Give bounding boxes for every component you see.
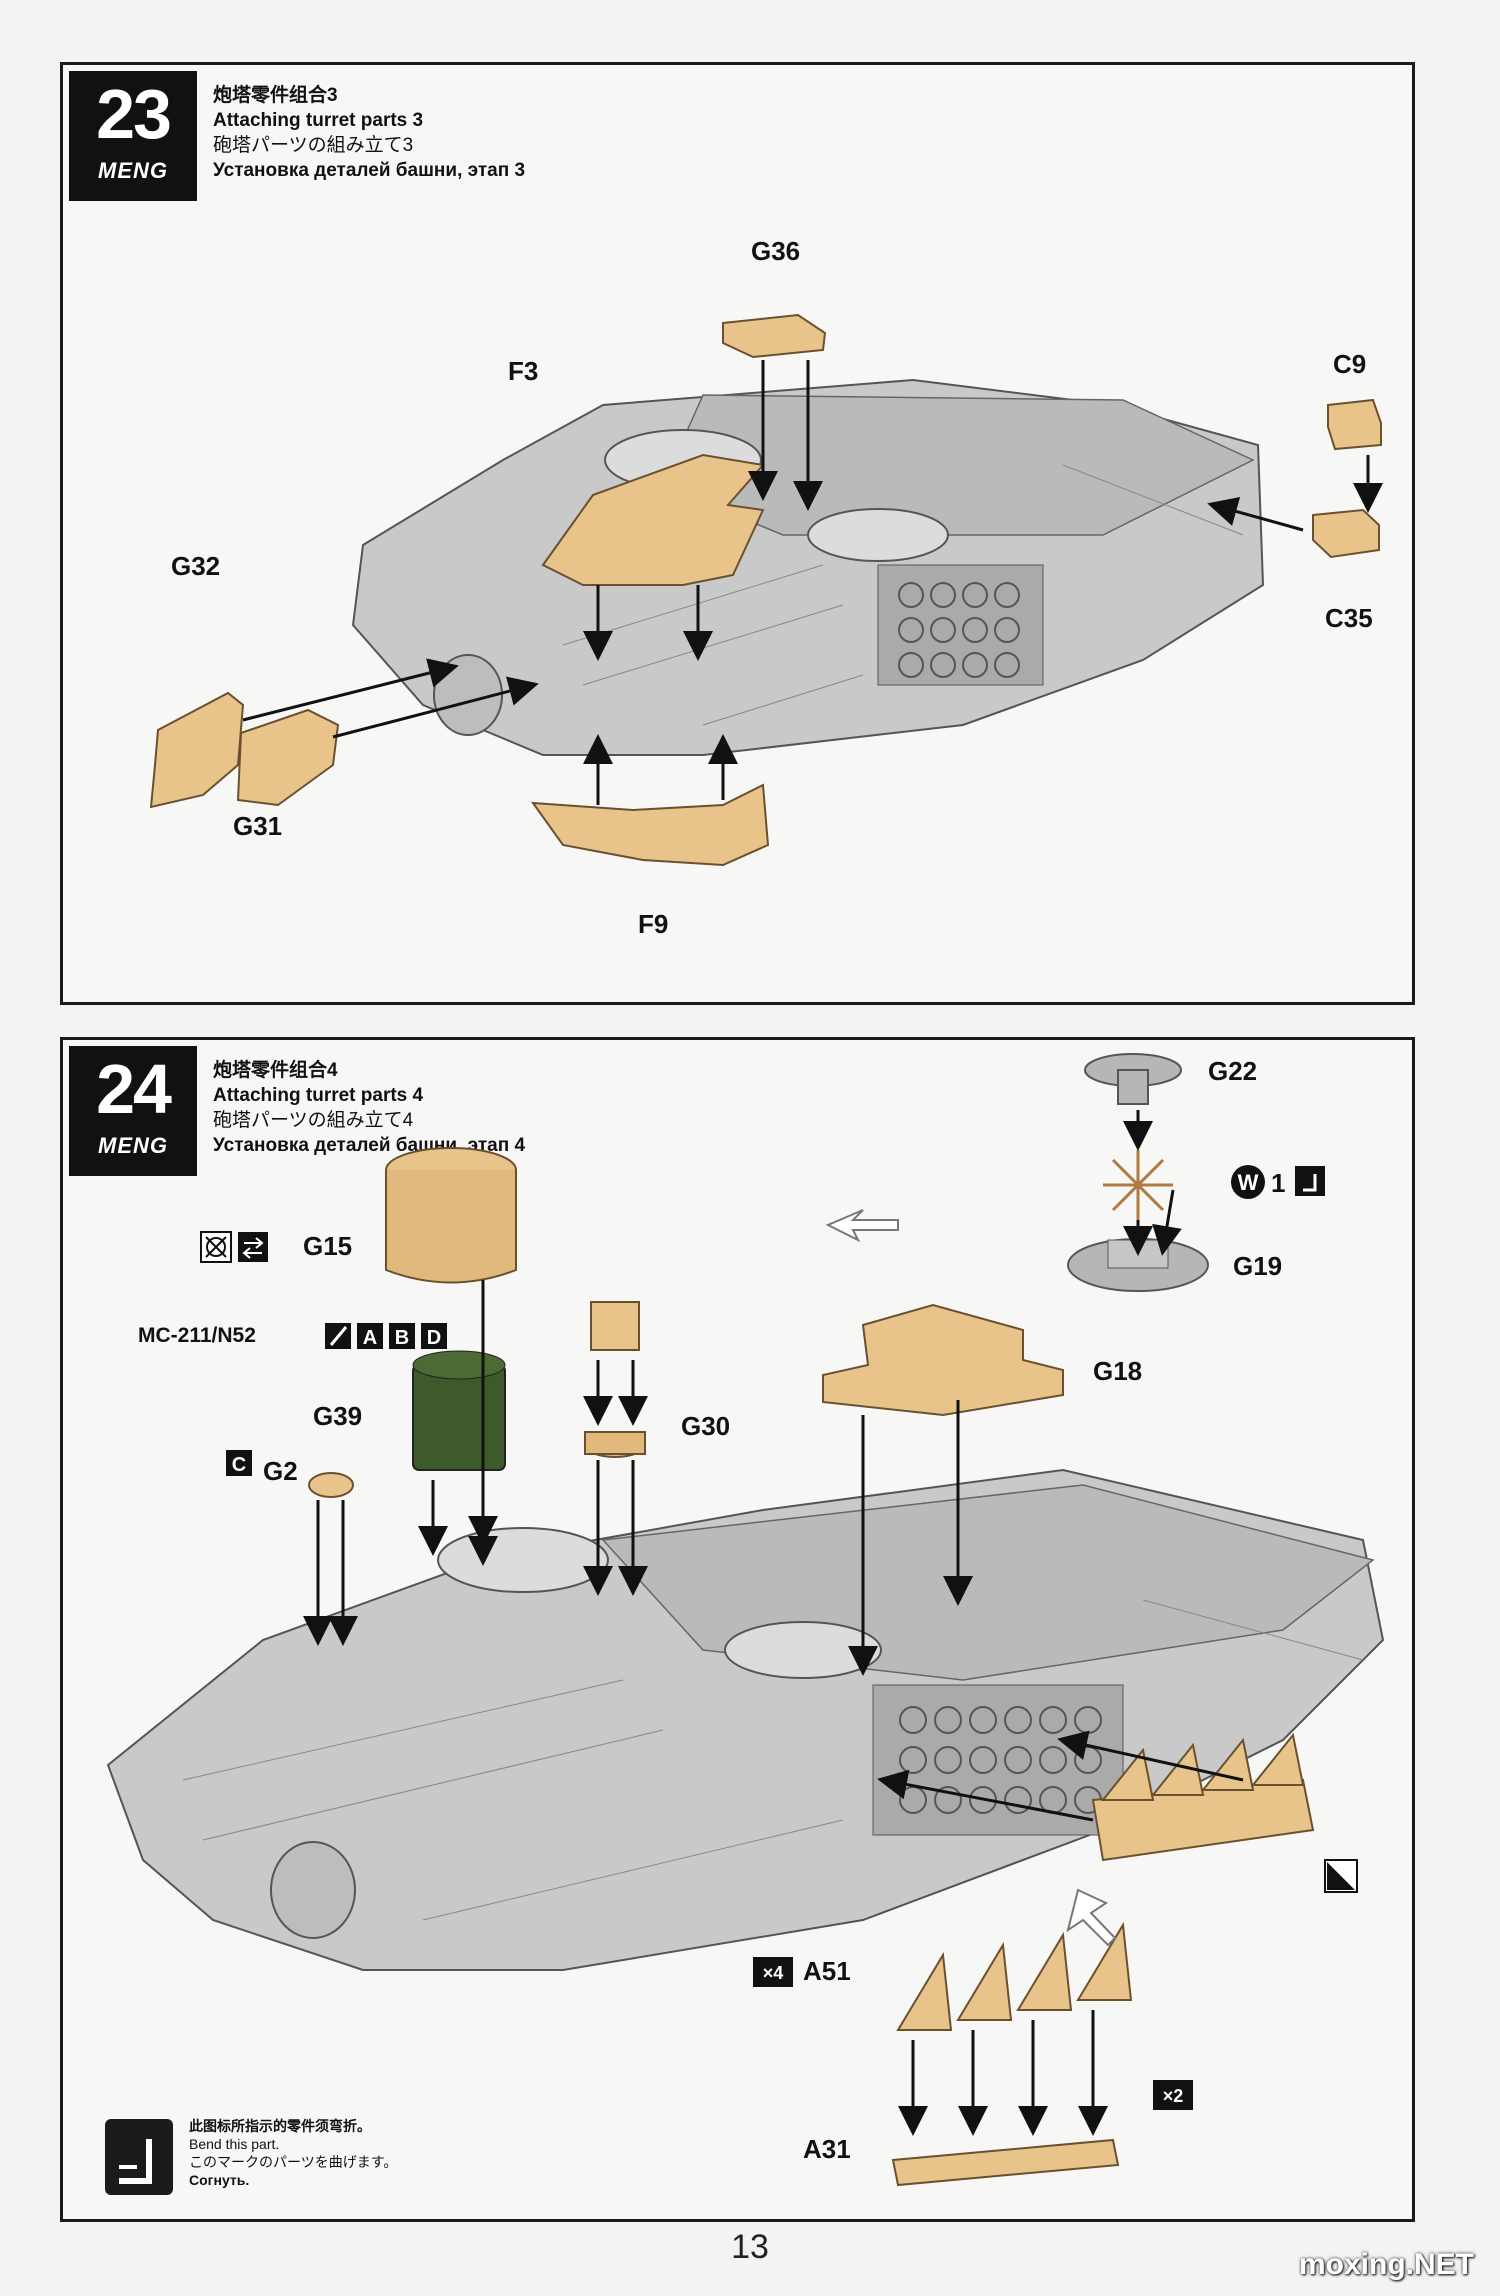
step-24-title-en: Attaching turret parts 4 xyxy=(213,1085,424,1106)
label-F9: F9 xyxy=(638,909,668,939)
step-24-panel: 24 MENG 炮塔零件组合4 Attaching turret parts 4… xyxy=(60,1037,1415,2222)
svg-text:W: W xyxy=(1238,1170,1259,1195)
assembly-arrows-24 xyxy=(303,1110,1244,2136)
part-G2 xyxy=(308,1472,354,1498)
step-24-badge: 24 MENG xyxy=(69,1046,197,1176)
paint-option-D: D xyxy=(421,1323,447,1349)
w-marker: W xyxy=(1231,1165,1265,1199)
bend-legend-en: Bend this part. xyxy=(189,2136,280,2152)
label-C9: C9 xyxy=(1333,349,1366,379)
svg-text:D: D xyxy=(427,1327,441,1349)
label-G39: G39 xyxy=(313,1401,362,1431)
svg-text:C: C xyxy=(232,1454,246,1476)
label-A31: A31 xyxy=(803,2134,851,2164)
w-count: 1 xyxy=(1271,1168,1285,1198)
part-F3 xyxy=(541,453,765,586)
part-G30 xyxy=(584,1301,646,1458)
part-G15 xyxy=(385,1147,517,1284)
svg-text:B: B xyxy=(395,1327,409,1349)
brush-icon xyxy=(325,1323,351,1349)
bend-legend: 此图标所指示的零件须弯折。 Bend this part. このマークのパーツを… xyxy=(105,2117,445,2205)
quantity-badge-A51: ×4 xyxy=(753,1957,793,1987)
option-C-marker: C xyxy=(226,1450,252,1476)
step-23-number: 23 xyxy=(96,75,172,153)
step-23-titles: 炮塔零件组合3 Attaching turret parts 3 砲塔パーツの組… xyxy=(213,83,525,183)
label-G36: G36 xyxy=(751,236,800,266)
reverse-side-icon xyxy=(238,1232,268,1262)
part-C35 xyxy=(1312,508,1380,559)
photoetch-W1 xyxy=(1103,1150,1173,1220)
svg-text:×4: ×4 xyxy=(763,1963,784,1983)
bend-icon xyxy=(1295,1166,1325,1196)
label-C35: C35 xyxy=(1325,603,1373,633)
part-G22 xyxy=(1084,1053,1182,1105)
label-G19: G19 xyxy=(1233,1251,1282,1281)
svg-text:×2: ×2 xyxy=(1163,2086,1184,2106)
svg-text:A: A xyxy=(363,1327,377,1349)
part-G31 xyxy=(236,708,340,807)
step-24-title-jp: 砲塔パーツの組み立て4 xyxy=(213,1110,414,1131)
watermark: moxing.NET xyxy=(1298,2248,1474,2281)
label-G32: G32 xyxy=(171,551,220,581)
bend-legend-ru: Согнуть. xyxy=(189,2172,250,2188)
paint-code: MC-211/N52 xyxy=(138,1324,256,1347)
part-G39 xyxy=(412,1350,506,1471)
part-C9 xyxy=(1327,398,1382,451)
quantity-badge-A31: ×2 xyxy=(1153,2080,1193,2110)
no-glue-icon xyxy=(200,1231,232,1263)
turret-body-24 xyxy=(106,1468,1385,1971)
step-23-diagram: G36 F3 C9 C35 G32 G31 F9 xyxy=(149,236,1383,939)
label-G30: G30 xyxy=(681,1411,730,1441)
paint-option-B: B xyxy=(389,1323,415,1349)
part-A31 xyxy=(891,2138,1120,2187)
step-23-panel: 23 MENG 炮塔零件组合3 Attaching turret parts 3… xyxy=(60,62,1415,1005)
label-F3: F3 xyxy=(508,356,538,386)
paint-option-A: A xyxy=(357,1323,383,1349)
label-G2: G2 xyxy=(263,1456,298,1486)
view-direction-arrow xyxy=(825,1209,899,1243)
step-23-badge: 23 MENG xyxy=(69,71,197,201)
step-23-title-ru: Установка деталей башни, этап 3 xyxy=(213,160,526,181)
bend-legend-jp: このマークのパーツを曲げます。 xyxy=(189,2154,398,2170)
meng-logo: MENG xyxy=(98,158,168,183)
assembly-arrows-23 xyxy=(242,360,1383,805)
page-number: 13 xyxy=(731,2228,769,2266)
part-A31-assembled xyxy=(1091,1732,1315,1862)
bend-legend-zh: 此图标所指示的零件须弯折。 xyxy=(189,2118,371,2134)
label-G15: G15 xyxy=(303,1231,352,1261)
step-23-title-jp: 砲塔パーツの組み立て3 xyxy=(213,135,414,156)
part-G36 xyxy=(722,313,827,359)
label-G18: G18 xyxy=(1093,1356,1142,1386)
label-G22: G22 xyxy=(1208,1056,1257,1086)
view-direction-arrow-2 xyxy=(1066,1888,1117,1947)
bend-icon xyxy=(105,2119,173,2195)
step-23-title-en: Attaching turret parts 3 xyxy=(213,110,424,131)
part-G18 xyxy=(822,1303,1064,1417)
bend-marker-A31 xyxy=(1324,1859,1358,1893)
step-23-title-zh: 炮塔零件组合3 xyxy=(213,85,338,106)
label-A51: A51 xyxy=(803,1956,851,1986)
part-A51 xyxy=(896,1921,1133,2031)
part-F9 xyxy=(530,783,770,867)
meng-logo: MENG xyxy=(98,1133,168,1158)
step-24-number: 24 xyxy=(96,1050,172,1128)
label-G31: G31 xyxy=(233,811,282,841)
part-G32 xyxy=(149,691,245,809)
bend-legend-text: 此图标所指示的零件须弯折。 Bend this part. このマークのパーツを… xyxy=(189,2117,397,2189)
step-24-title-zh: 炮塔零件组合4 xyxy=(213,1060,338,1081)
turret-body-23 xyxy=(351,378,1265,756)
step-24-diagram: G22 G19 G15 G39 G2 G30 G18 A51 A31 MC-21… xyxy=(106,1053,1385,2187)
